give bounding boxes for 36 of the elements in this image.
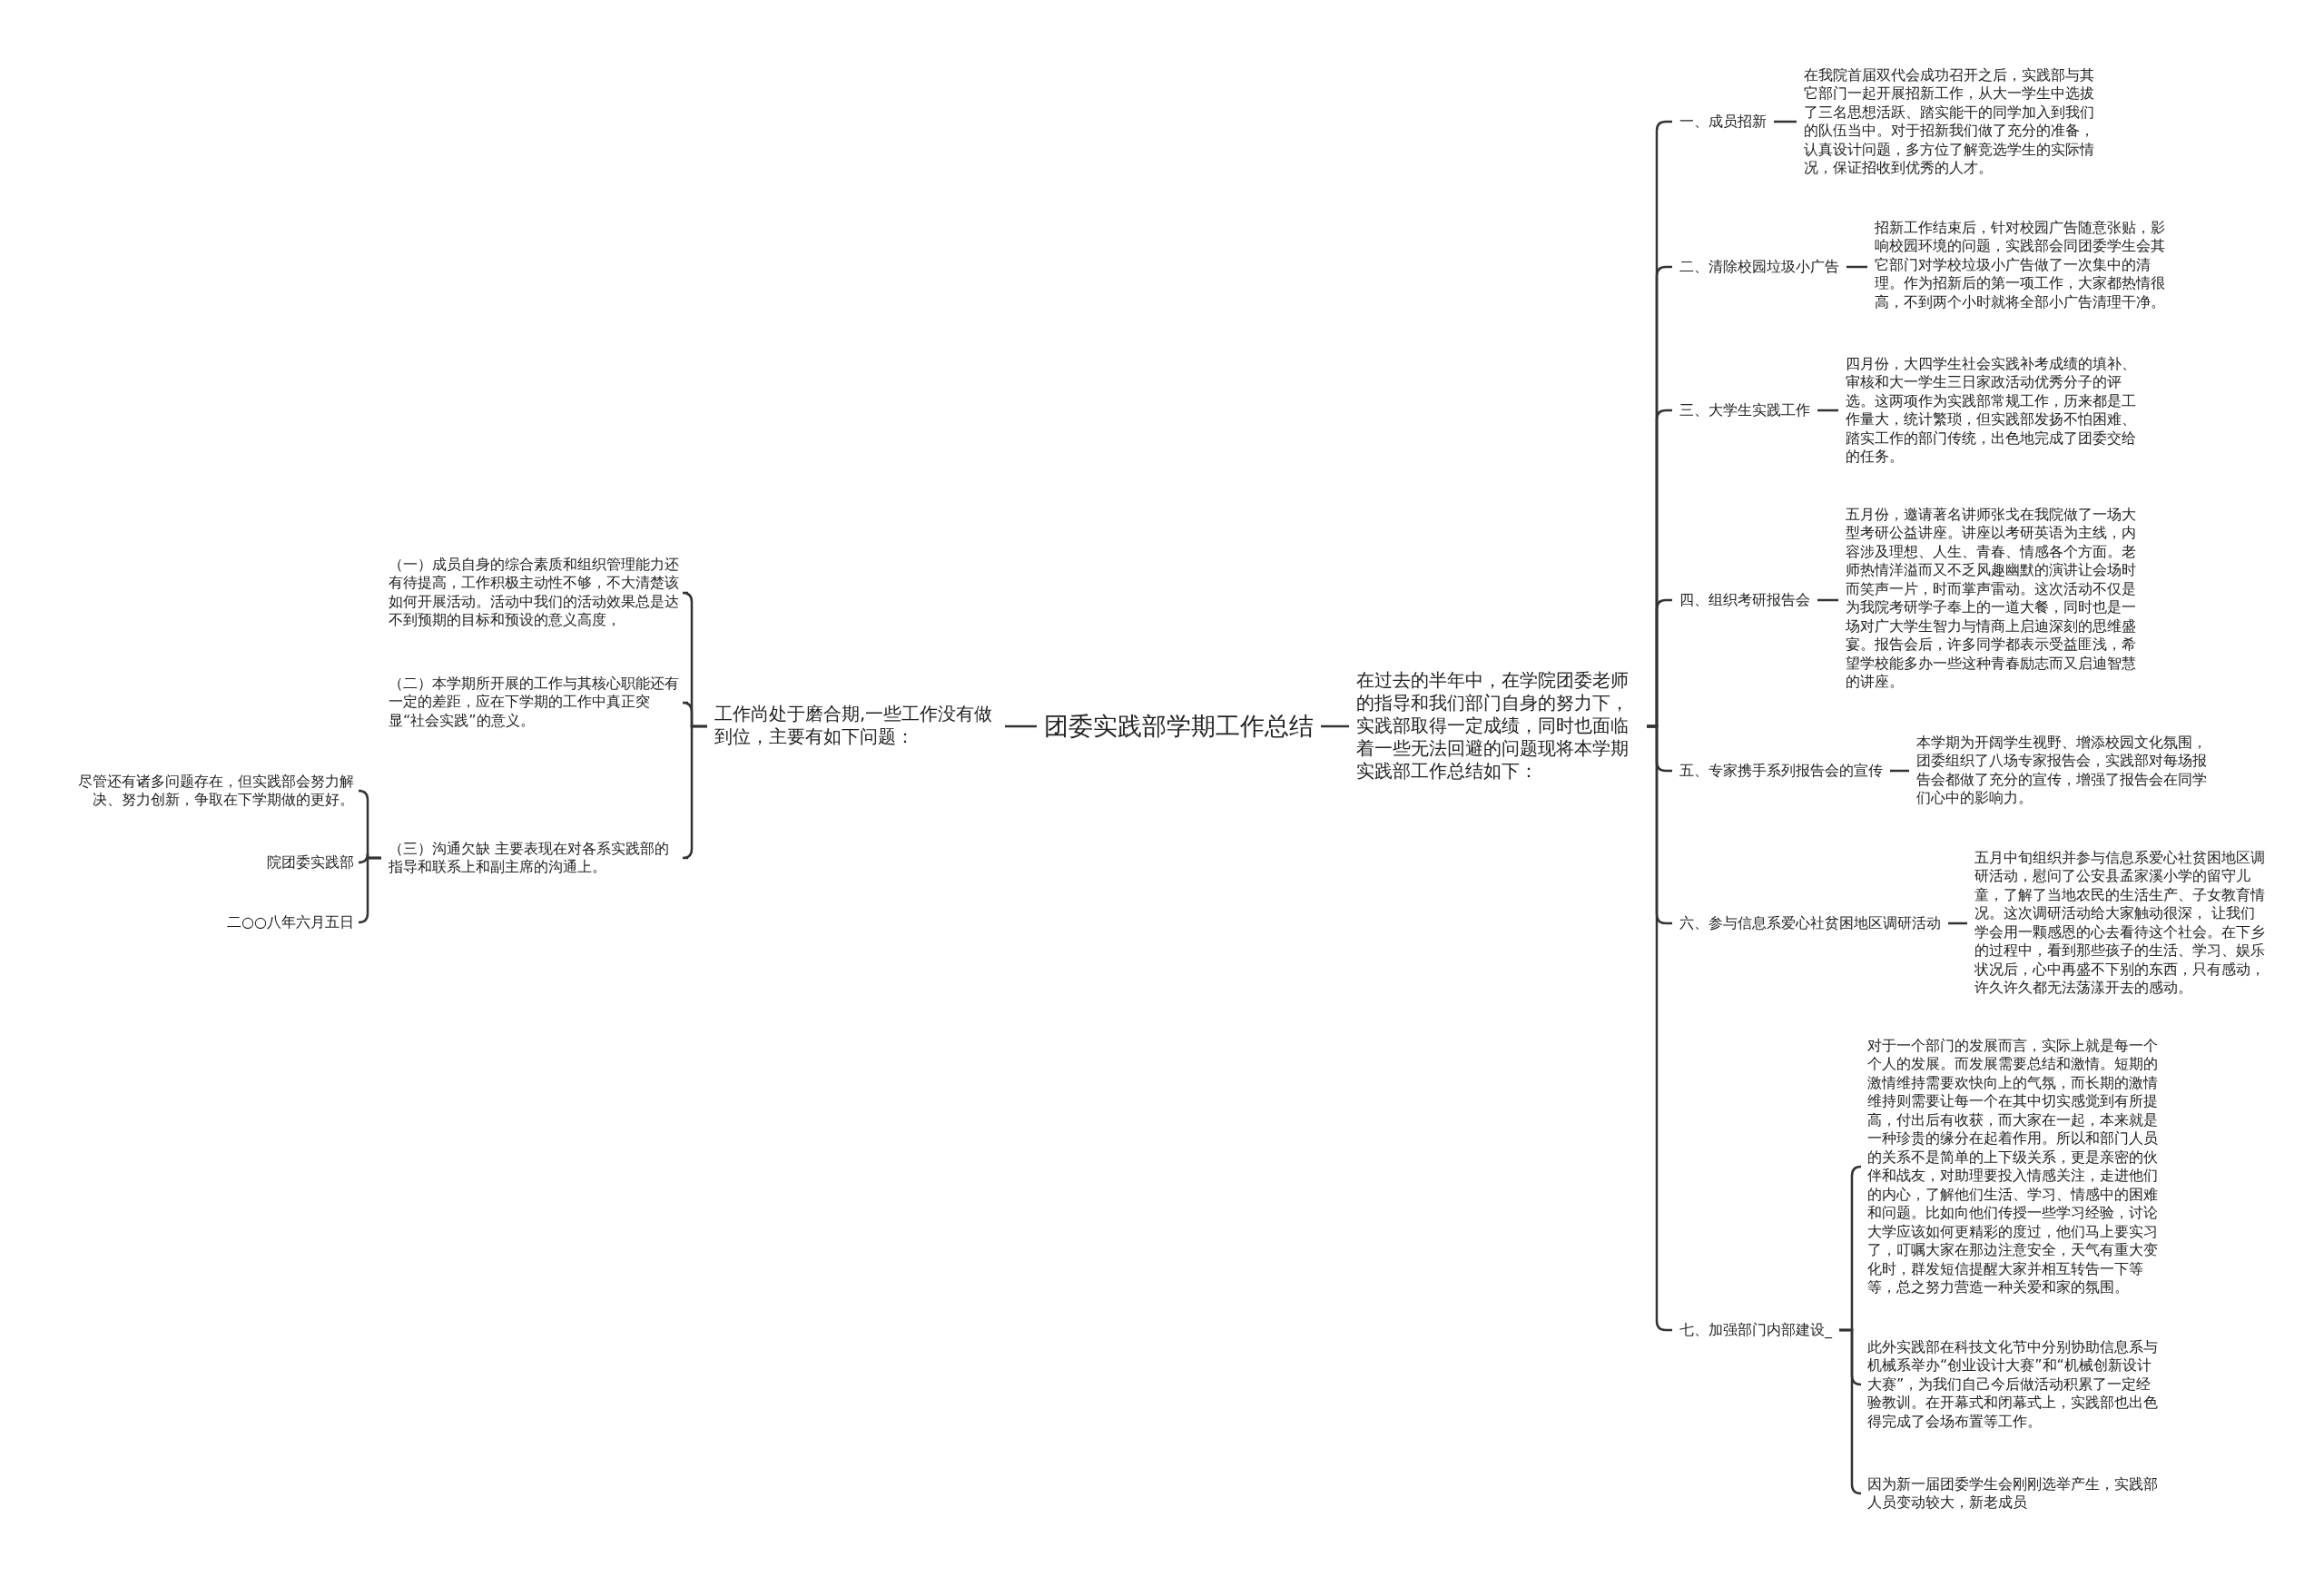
connector-line <box>1839 1328 1863 1495</box>
connector-line <box>1817 409 1838 412</box>
branch-label: 一、成员招新 <box>1679 112 1767 132</box>
connector-line <box>1774 120 1797 123</box>
branch-label: 七、加强部门内部建设_ <box>1679 1320 1832 1340</box>
note-text: 因为新一届团委学生会刚刚选举产生，实践部人员变动较大，新老成员 <box>1867 1474 2160 1513</box>
branch-text: 在过去的半年中，在学院团委老师的指导和我们部门自身的努力下，实践部取得一定成绩，同时也面临着一些无法回避的问题现将本学期实践部工作总结如下： <box>1356 669 1640 784</box>
connector-line <box>1321 724 1349 728</box>
connector-line <box>357 856 381 924</box>
note-text: （一）成员自身的综合素质和组织管理能力还有待提高，工作积极主动性不够，不大清楚该如何开展活动。活动中我们的活动效果总是达不到预期的目标和预设的意义高度， <box>389 556 681 630</box>
branch-text: 工作尚处于磨合期,一些工作没有做到位，主要有如下问题： <box>714 704 998 749</box>
note-text: 尽管还有诸多问题存在，但实践部会努力解决、努力创新，争取在下学期做的更好。 <box>54 772 354 810</box>
connector-line <box>681 724 707 860</box>
note-text: 五月中旬组织并参与信息系爱心社贫困地区调研活动，慰问了公安县孟家溪小学的留守儿童，了解了当地农民的生活生产、子女教育情况。这次调研活动给大家触动很深， 让我们学会用一颗感恩的心去看待这个社会。在下乡的过程中，看到那些孩子的生活、学习、娱乐状况后，心中再盛不下别的东西，只有感动，许久许久都无法荡漾开去的感动。 <box>1974 849 2267 998</box>
connector-line <box>1948 922 1967 925</box>
note-text: （二）本学期所开展的工作与其核心职能还有一定的差距，应在下学期的工作中真正突显“社会实践”的意义。 <box>389 675 681 731</box>
note-text: 对于一个部门的发展而言，实际上就是每一个个人的发展。而发展需要总结和激情。短期的激情维持需要欢快向上的气氛，而长期的激情维持则需要让每一个在其中切实感觉到有所提高，付出后有收获，而大家在一起，本来就是一种珍贵的缘分在起着作用。所以和部门人员的关系不是简单的上下级关系，更是亲密的伙伴和战友，对助理要投入情感关注，走进他们的内心，了解他们生活、学习、情感中的困难和问题。比如向他们传授一些学习经验，讨论大学应该如何更精彩的度过，他们马上要实习了，叮嘱大家在那边注意安全，天气有重大变化时，群发短信提醒大家并相互转告一下等等，总之努力营造一种关爱和家的氛围。 <box>1867 1036 2160 1297</box>
note-text: 院团委实践部 <box>54 853 354 872</box>
note-text: 本学期为开阔学生视野、增添校园文化氛围，团委组织了八场专家报告会，实践部对每场报告会都做了充分的宣传，增强了报告会在同学们心中的影响力。 <box>1916 734 2209 808</box>
connector-line <box>1005 724 1037 728</box>
note-text: 四月份，大四学生社会实践补考成绩的填补、审核和大一学生三日家政活动优秀分子的评选。这两项作为实践部常规工作，历来都是工作量大，统计繁琐，但实践部发扬不怕困难、踏实工作的部门传统，出色地完成了团委交给的任务。 <box>1846 354 2138 467</box>
branch-label: 四、组织考研报告会 <box>1679 590 1810 610</box>
note-text: 在我院首届双代会成功召开之后，实践部与其它部门一起开展招新工作，从大一学生中选拔了三名思想活跃、踏实能干的同学加入到我们的队伍当中。对于招新我们做了充分的准备，认真设计问题，多方位了解竞选学生的实际情况，保证招收到优秀的人才。 <box>1804 65 2096 178</box>
connector-line <box>1890 769 1909 773</box>
note-text: 招新工作结束后，针对校园广告随意张贴，影响校园环境的问题，实践部会同团委学生会其它部门对学校垃圾小广告做了一次集中的清理。作为招新后的第一项工作，大家都热情很高，不到两个小时就将全部小广告清理干净。 <box>1875 218 2167 312</box>
branch-label: 五、专家携手系列报告会的宣传 <box>1679 761 1883 781</box>
branch-label: 二、清除校园垃圾小广告 <box>1679 257 1839 277</box>
connector-line <box>1846 265 1867 269</box>
note-text: 此外实践部在科技文化节中分别协助信息系与机械系举办“创业设计大赛”和“机械创新设计大赛”，为我们自己今后做活动积累了一定经验教训。在开幕式和闭幕式上，实践部也出色得完成了会场布置等工作。 <box>1867 1337 2160 1432</box>
branch-label: 六、参与信息系爱心社贫困地区调研活动 <box>1679 913 1941 933</box>
topic-text: 团委实践部学期工作总结 <box>1044 710 1314 743</box>
branch-label: 三、大学生实践工作 <box>1679 400 1810 420</box>
note-text: （三）沟通欠缺 主要表现在对各系实践部的指导和联系上和副主席的沟通上。 <box>389 839 681 877</box>
connector-line <box>1817 598 1838 602</box>
note-text: 二○○八年六月五日 <box>54 912 354 932</box>
note-text: 五月份，邀请著名讲师张戈在我院做了一场大型考研公益讲座。讲座以考研英语为主线，内容涉及理想、人生、青春、情感各个方面。老师热情洋溢而又不乏风趣幽默的演讲让会场时而笑声一片，时而掌声雷动。这次活动不仅是为我院考研学子奉上的一道大餐，同时也是一场对广大学生智力与情商上启迪深刻的思维盛宴。报告会后，许多同学都表示受益匪浅，希望学校能多办一些这种青春励志而又启迪智慧的讲座。 <box>1846 505 2138 692</box>
